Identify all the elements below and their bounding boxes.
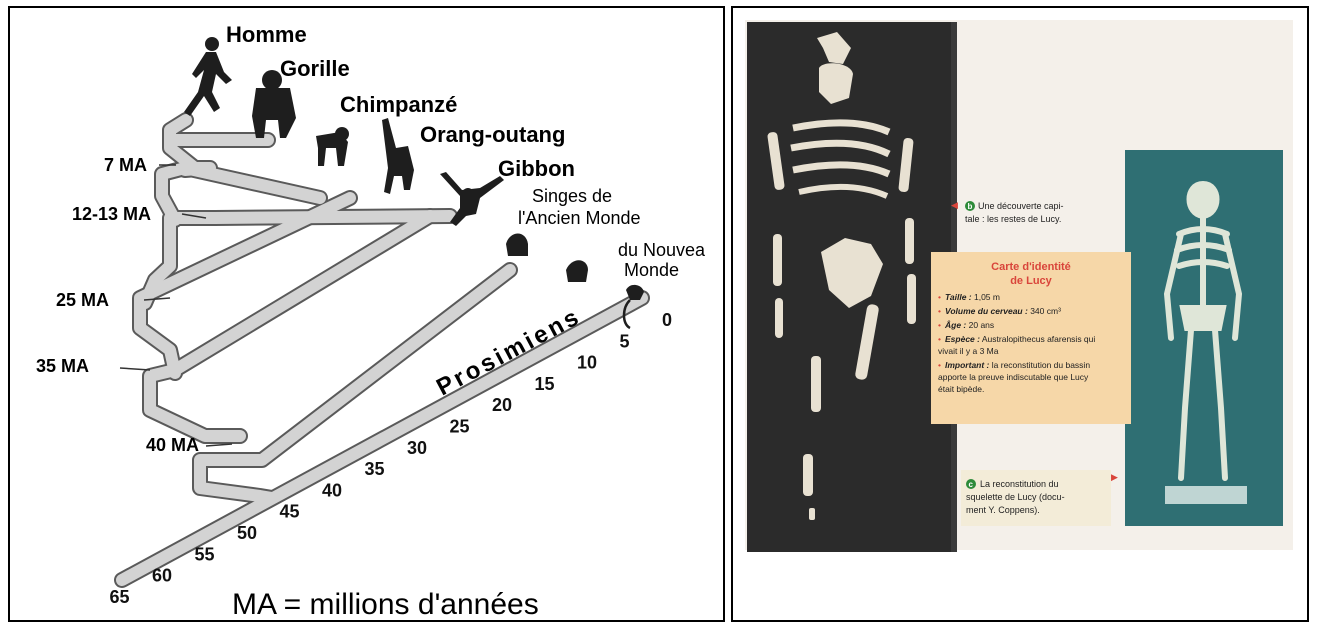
time-tick-65: 65 [110,587,130,607]
svg-text:•: • [938,360,941,370]
svg-text:vivait il y a 3 Ma: vivait il y a 3 Ma [938,346,999,356]
species-label-homme: Homme [226,22,307,47]
divergence-label-40ma: 40 MA [146,435,199,455]
svg-text:Important : la reconstitution: Important : la reconstitution du bassin [945,360,1090,370]
svg-text:Âge : 20 ans: Âge : 20 ans [944,319,994,330]
time-tick-55: 55 [195,544,215,564]
legend-text: MA = millions d'années [232,588,539,620]
card-title-line1: Carte d'identité [991,261,1071,273]
time-tick-50: 50 [237,523,257,543]
caption-b-line2: tale : les restes de Lucy. [965,214,1061,224]
lucy-panel: ◀ b Une découverte capi- tale : les rest… [731,6,1309,622]
caption-c-line3: ment Y. Coppens). [966,505,1040,515]
old-world-label-line2: l'Ancien Monde [518,208,641,228]
species-label-chimpanze: Chimpanzé [340,92,457,117]
caption-c-line1: La reconstitution du [980,479,1059,489]
time-tick-5: 5 [620,331,630,351]
time-tick-40: 40 [322,480,342,500]
species-label-gorille: Gorille [280,56,350,81]
lucy-illustration: ◀ b Une découverte capi- tale : les rest… [733,8,1307,620]
svg-text:•: • [938,292,941,302]
time-tick-60: 60 [152,566,172,586]
time-tick-25: 25 [450,417,470,437]
svg-text:Taille : 1,05 m: Taille : 1,05 m [945,292,1000,302]
time-tick-30: 30 [407,438,427,458]
new-world-monkey-silhouette [566,260,588,282]
new-world-label-line1: du Nouvea [618,240,706,260]
svg-text:apporte la preuve indiscutable: apporte la preuve indiscutable que Lucy [938,372,1089,382]
caption-b-letter: b [968,202,973,211]
time-tick-45: 45 [280,502,300,522]
phylogeny-diagram: Homme Gorille Chimpanzé Orang-outang Gib… [10,8,723,620]
caption-b-line1: Une découverte capi- [978,201,1064,211]
divergence-label-25ma: 25 MA [56,290,109,310]
time-tick-20: 20 [492,395,512,415]
svg-text:▶: ▶ [1111,472,1118,482]
time-tick-15: 15 [535,374,555,394]
svg-text:•: • [938,334,941,344]
svg-text:•: • [938,320,941,330]
svg-text:Volume du cerveau : 340 cm³: Volume du cerveau : 340 cm³ [945,306,1061,316]
orangutan-silhouette [382,118,414,194]
caption-c: c La reconstitution du squelette de Lucy… [961,470,1118,526]
time-tick-35: 35 [365,459,385,479]
time-tick-0: 0 [662,310,672,330]
caption-c-line2: squelette de Lucy (docu- [966,492,1065,502]
divergence-label-7ma: 7 MA [104,155,147,175]
divergence-label-35ma: 35 MA [36,356,89,376]
old-world-label-line1: Singes de [532,186,612,206]
svg-text:était bipède.: était bipède. [938,384,984,394]
species-label-orang-outang: Orang-outang [420,122,565,147]
divergence-label-12-13ma: 12-13 MA [72,204,151,224]
new-world-label-line2: Monde [624,260,679,280]
card-title-line2: de Lucy [1010,275,1052,287]
svg-text:Espèce : Australopithecus afar: Espèce : Australopithecus afarensis qui [945,334,1095,344]
species-label-gibbon: Gibbon [498,156,575,181]
time-tick-10: 10 [577,353,597,373]
caption-c-letter: c [969,480,974,489]
svg-text:•: • [938,306,941,316]
human-silhouette [184,37,232,116]
old-world-monkey-silhouette [506,234,528,257]
phylogeny-panel: Homme Gorille Chimpanzé Orang-outang Gib… [8,6,725,622]
chimpanzee-silhouette [316,127,349,166]
svg-text:◀: ◀ [951,200,958,210]
